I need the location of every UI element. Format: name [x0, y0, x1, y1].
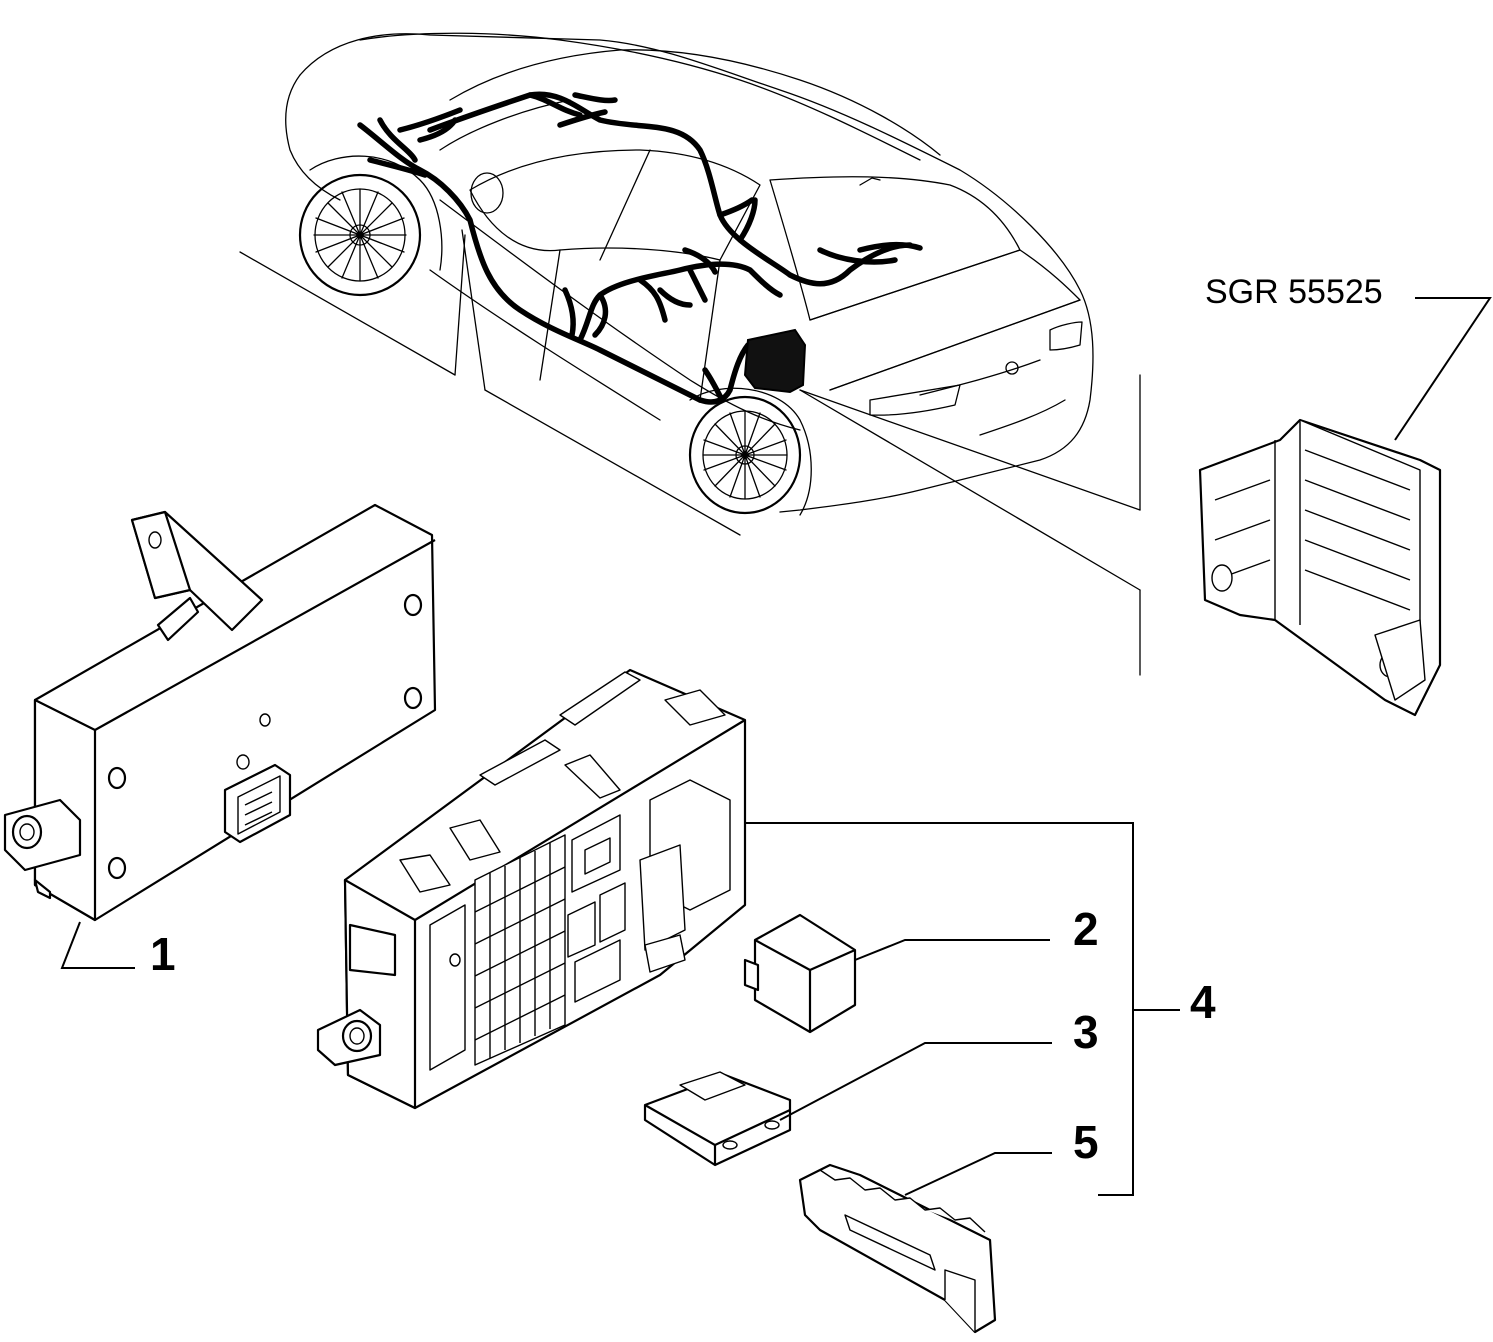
leader-line-4	[745, 822, 1180, 1196]
sgr-connector-inset	[1198, 418, 1442, 717]
relay	[743, 913, 857, 1034]
callout-1: 1	[150, 928, 176, 980]
leader-line-1	[60, 921, 135, 969]
callout-4: 4	[1190, 976, 1216, 1028]
body-computer-module	[3, 503, 437, 922]
fuse-relay-box	[316, 668, 747, 1110]
wiring-harness	[357, 91, 923, 405]
callout-2: 2	[1073, 903, 1099, 955]
leader-line-sgr	[1394, 297, 1492, 441]
reference-code: SGR 55525	[1205, 273, 1383, 311]
leader-line-2	[854, 939, 1050, 961]
leader-lines	[60, 297, 1492, 1196]
leader-line-3	[779, 1042, 1052, 1121]
rear-wheel	[688, 387, 812, 516]
car-illustration	[239, 32, 1141, 676]
callout-5: 5	[1073, 1116, 1099, 1168]
leader-line-5	[904, 1152, 1052, 1196]
fuse-slots	[474, 834, 566, 1066]
callout-3: 3	[1073, 1006, 1099, 1058]
fuse-clip	[798, 1163, 997, 1334]
front-wheel	[298, 155, 443, 297]
maxi-fuse	[643, 1071, 792, 1167]
